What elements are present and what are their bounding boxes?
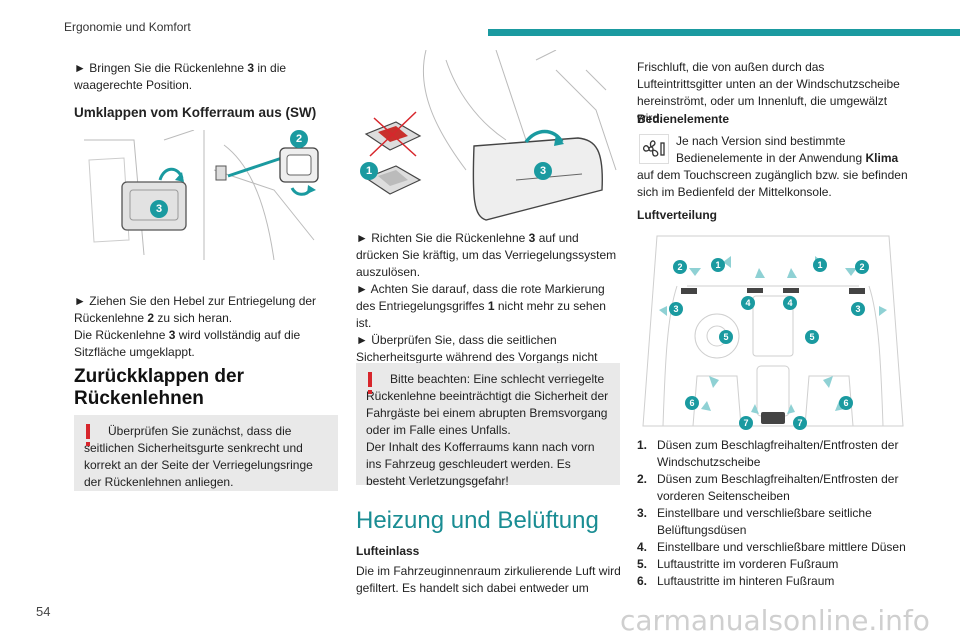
controls-text-indented: Je nach Version sind bestimmte Bedienele…	[676, 134, 899, 165]
list-item: 4.Einstellbare und verschließbare mittle…	[637, 540, 906, 554]
trunk-lever-illustration: 2 3	[74, 130, 338, 260]
col2-steps: ► Richten Sie die Rückenlehne 3 auf und …	[356, 231, 617, 381]
callout-2: 2	[290, 130, 308, 148]
list-item: 1.Düsen zum Beschlagfreihalten/Entfroste…	[637, 438, 899, 469]
callout-3-right: 3	[851, 302, 865, 316]
list-item: 6.Luftaustritte im hinteren Fußraum	[637, 574, 835, 588]
watermark: carmanualsonline.info	[620, 604, 930, 637]
warning-box-belts: Überprüfen Sie zunächst, dass die seitli…	[74, 415, 338, 491]
callout-3: 3	[534, 162, 552, 180]
controls-text-cont: auf dem Touchscreen zugänglich bzw. sie …	[637, 168, 908, 199]
warning-text: Überprüfen Sie zunächst, dass die seitli…	[84, 424, 313, 489]
callout-4-left: 4	[741, 296, 755, 310]
section-header: Ergonomie und Komfort	[64, 20, 191, 34]
callout-6-left: 6	[685, 396, 699, 410]
callout-2-right: 2	[855, 260, 869, 274]
list-item: 2.Düsen zum Beschlagfreihalten/Entfroste…	[637, 472, 899, 503]
warning-text-2: Der Inhalt des Kofferraums kann nach vor…	[366, 440, 595, 488]
callout-3-left: 3	[669, 302, 683, 316]
backrest-latch-illustration: 1 3	[356, 50, 622, 222]
warning-icon	[366, 372, 375, 396]
callout-1-right: 1	[813, 258, 827, 272]
callout-5-left: 5	[719, 330, 733, 344]
callout-4-right: 4	[783, 296, 797, 310]
heading-trunk-fold: Umklappen vom Kofferraum aus (SW)	[74, 105, 317, 120]
fan-icon	[639, 134, 669, 164]
air-intake-text: Die im Fahrzeuginnenraum zirkulierende L…	[356, 564, 621, 595]
callout-7-left: 7	[739, 416, 753, 430]
col1-step-1: ► Bringen Sie die Rückenlehne 3 in die w…	[74, 61, 287, 92]
list-item: 3.Einstellbare und verschließbare seitli…	[637, 506, 872, 537]
air-distribution-illustration: 1 1 2 2 3 3 4 4 5 5 6 6 7 7	[637, 226, 909, 432]
warning-icon	[84, 424, 93, 448]
air-intake-text-cont: Frischluft, die von außen durch das Luft…	[637, 60, 900, 125]
callout-2-left: 2	[673, 260, 687, 274]
warning-text-1: Bitte beachten: Eine schlecht verriegelt…	[366, 372, 609, 437]
warning-box-backrest: Bitte beachten: Eine schlecht verriegelt…	[356, 363, 620, 488]
heading-air-intake: Lufteinlass	[356, 544, 420, 558]
list-item: 5.Luftaustritte im vorderen Fußraum	[637, 557, 839, 571]
callout-3: 3	[150, 200, 168, 218]
callout-6-right: 6	[839, 396, 853, 410]
col1-step-2: ► Ziehen Sie den Hebel zur Entriegelung …	[74, 294, 317, 359]
page-number: 54	[36, 604, 51, 619]
heading-controls: Bedienelemente	[637, 112, 730, 126]
callout-5-right: 5	[805, 330, 819, 344]
legend-list: 1.Düsen zum Beschlagfreihalten/Entfroste…	[637, 437, 909, 590]
heading-air-distribution: Luftverteilung	[637, 208, 717, 222]
callout-1: 1	[360, 162, 378, 180]
callout-7-right: 7	[793, 416, 807, 430]
section-title-heating: Heizung und Belüftung	[356, 507, 599, 534]
section-title-fold-back: Zurückklappen der Rückenlehnen	[74, 366, 244, 409]
callout-1-left: 1	[711, 258, 725, 272]
header-accent-bar	[488, 29, 960, 36]
